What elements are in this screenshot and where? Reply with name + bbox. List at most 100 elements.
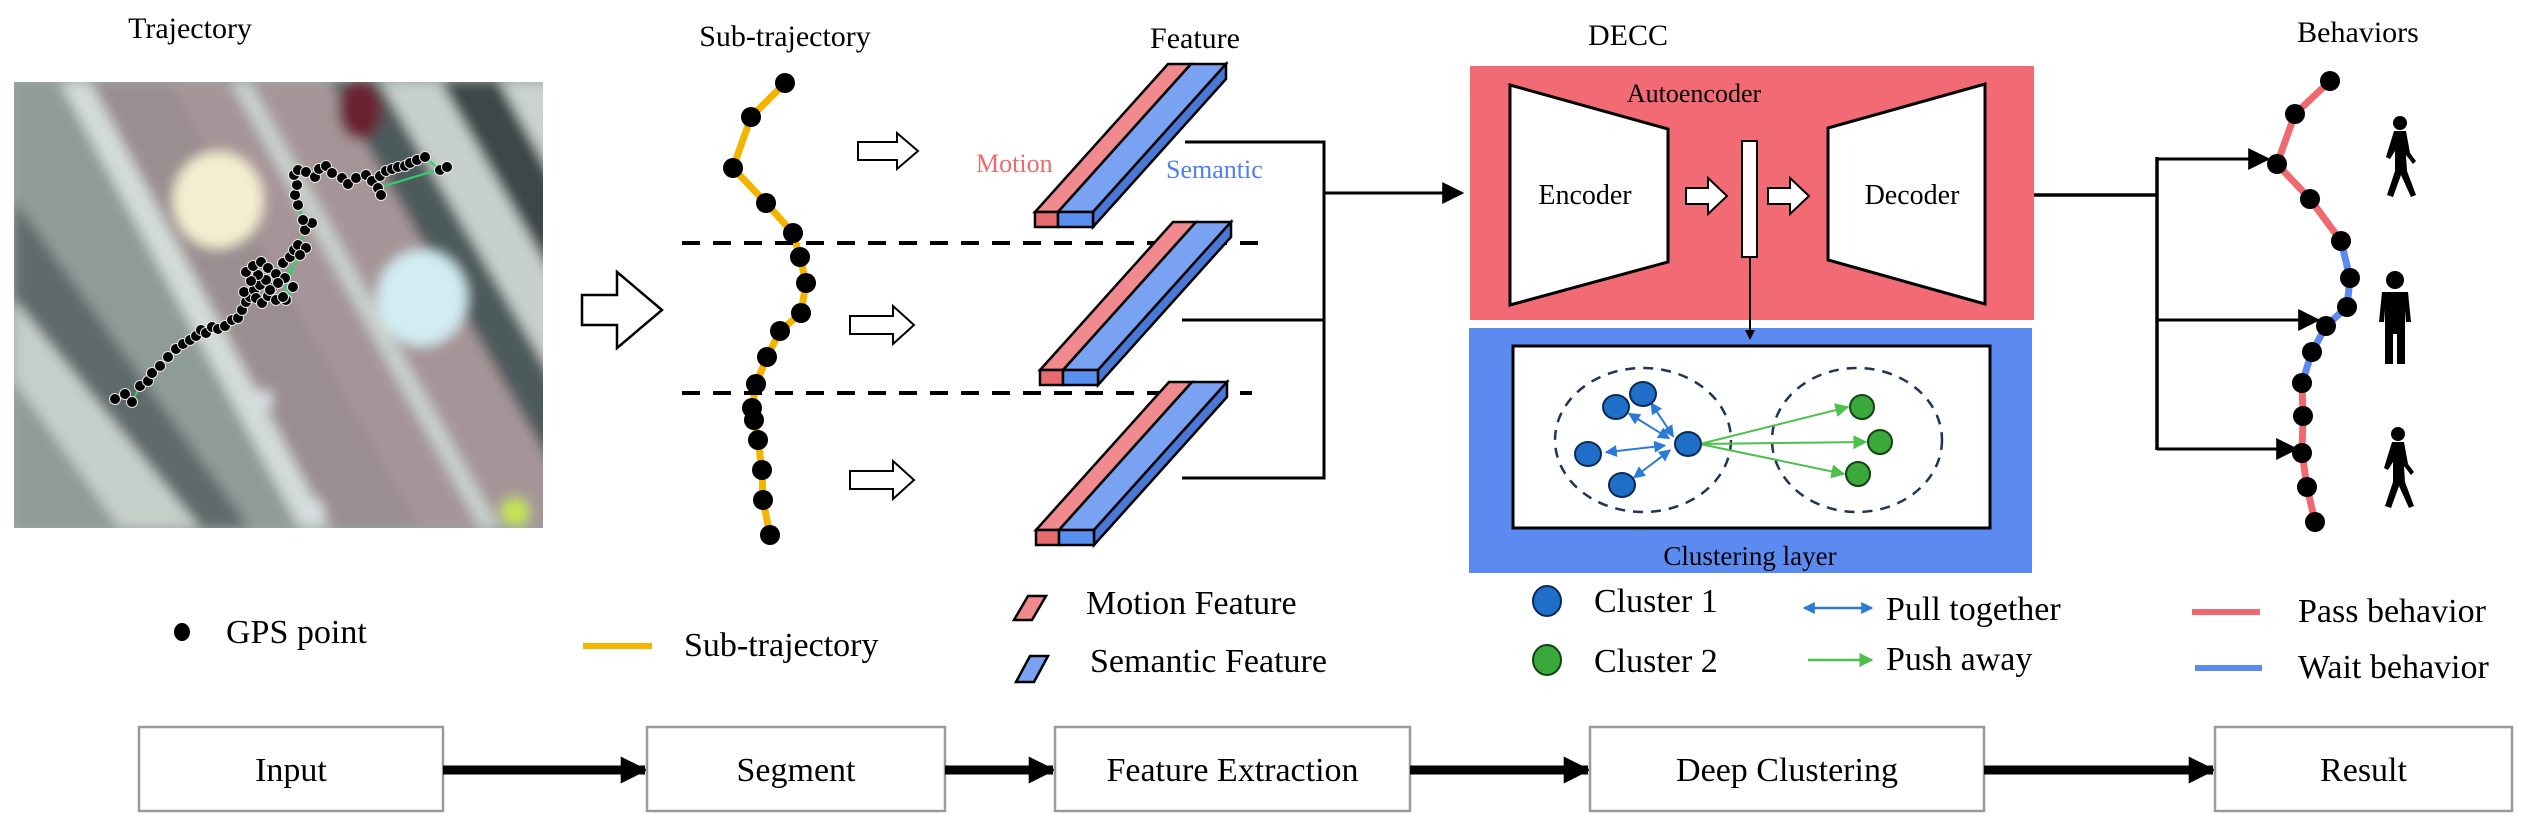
cluster-1-boundary bbox=[1553, 366, 1733, 514]
behavior-curve bbox=[2267, 71, 2360, 532]
gps-point bbox=[2292, 373, 2312, 393]
gps-point bbox=[791, 303, 811, 323]
hollow-arrow-icon bbox=[849, 458, 916, 502]
cluster-1-point bbox=[1608, 472, 1636, 498]
cluster-2-boundary bbox=[1770, 366, 1944, 514]
push-away-arrow bbox=[1699, 435, 1868, 450]
gps-point bbox=[287, 281, 299, 293]
standing-person-icon bbox=[2379, 271, 2411, 364]
subtrajectory-title: Sub-trajectory bbox=[699, 20, 871, 53]
flow-step-label: Deep Clustering bbox=[1676, 752, 1898, 789]
flow-step-box bbox=[1588, 725, 1986, 813]
gps-point bbox=[294, 249, 306, 261]
cluster-2-icon bbox=[1532, 644, 1562, 676]
gps-point bbox=[775, 73, 795, 93]
push-away-arrow bbox=[1699, 443, 1846, 479]
legend-motion-feature: Motion Feature bbox=[1086, 585, 1297, 622]
gps-point bbox=[748, 430, 768, 450]
legend-cluster-1: Cluster 1 bbox=[1594, 583, 1718, 620]
behaviors-title: Behaviors bbox=[2297, 16, 2419, 49]
decoder-label: Decoder bbox=[1865, 180, 1961, 211]
flow-step-box bbox=[1053, 725, 1412, 813]
cluster-2-point bbox=[1867, 429, 1893, 455]
gps-point bbox=[2292, 443, 2312, 463]
gps-point bbox=[264, 284, 276, 296]
hollow-arrow-icon bbox=[580, 269, 664, 351]
gps-point bbox=[289, 189, 301, 201]
gps-point bbox=[146, 367, 158, 379]
gps-point bbox=[245, 275, 257, 287]
gps-point bbox=[2331, 231, 2351, 251]
gps-point bbox=[297, 214, 309, 226]
decoder-block bbox=[1826, 82, 1987, 306]
trajectory-photo bbox=[14, 82, 543, 528]
gps-point bbox=[757, 347, 777, 367]
gps-point bbox=[119, 388, 131, 400]
gps-point bbox=[326, 167, 338, 179]
gps-point bbox=[790, 247, 810, 267]
semantic-feature-swatch bbox=[1013, 654, 1051, 684]
latent-vector bbox=[1741, 140, 1758, 258]
gps-point bbox=[109, 393, 121, 405]
gps-point bbox=[2300, 189, 2320, 209]
legend-gps-point: GPS point bbox=[226, 614, 367, 651]
trajectory-title: Trajectory bbox=[128, 12, 252, 45]
flow-step-deep-clustering: Deep Clustering bbox=[1588, 725, 1986, 813]
clustering-inner bbox=[1511, 344, 1992, 530]
gps-point bbox=[723, 158, 743, 178]
gps-point bbox=[291, 179, 303, 191]
gps-point bbox=[126, 396, 138, 408]
gps-point bbox=[2320, 71, 2340, 91]
cluster-1-point bbox=[1674, 431, 1702, 457]
motion-feature-front bbox=[1034, 528, 1061, 547]
flow-step-segment: Segment bbox=[645, 725, 947, 813]
gps-point bbox=[2293, 406, 2313, 426]
flow-step-feature-extraction: Feature Extraction bbox=[1053, 725, 1412, 813]
gps-point bbox=[744, 410, 764, 430]
gps-point bbox=[272, 277, 284, 289]
flow-step-box bbox=[137, 725, 445, 813]
cluster-1-point bbox=[1629, 381, 1657, 407]
flow-step-label: Input bbox=[255, 752, 327, 789]
gps-point bbox=[2285, 104, 2305, 124]
cluster-1-point bbox=[1574, 441, 1602, 467]
gps-point bbox=[2316, 316, 2336, 336]
gps-point bbox=[375, 189, 387, 201]
gps-point bbox=[752, 460, 772, 480]
flow-step-input: Input bbox=[137, 725, 445, 813]
flow-step-label: Feature Extraction bbox=[1106, 752, 1358, 789]
gps-trajectory bbox=[109, 151, 453, 408]
legend-cluster-2: Cluster 2 bbox=[1594, 643, 1718, 680]
autoencoder-label: Autoencoder bbox=[1627, 79, 1762, 108]
cluster-2-point bbox=[1845, 461, 1871, 487]
gps-point bbox=[350, 172, 362, 184]
sub-trajectory-curve bbox=[723, 73, 816, 545]
hollow-arrow-icon bbox=[1685, 175, 1729, 217]
gps-point bbox=[277, 291, 289, 303]
cluster-1-icon bbox=[1532, 585, 1562, 617]
gps-point bbox=[238, 286, 250, 298]
gps-point bbox=[760, 525, 780, 545]
gps-point bbox=[2297, 477, 2317, 497]
feature-title: Feature bbox=[1150, 22, 1240, 55]
gps-point bbox=[796, 273, 816, 293]
motion-feature-front bbox=[1038, 368, 1065, 387]
gps-point bbox=[2267, 154, 2287, 174]
gps-point bbox=[262, 262, 274, 274]
pull-together-arrow bbox=[1604, 440, 1667, 457]
gps-point bbox=[419, 151, 431, 163]
semantic-feature-front bbox=[1056, 210, 1095, 229]
hollow-arrow-icon bbox=[849, 303, 916, 347]
decc-title: DECC bbox=[1588, 19, 1668, 52]
legend-pull-together: Pull together bbox=[1886, 591, 2061, 628]
flow-step-box bbox=[2213, 725, 2514, 813]
legend-semantic-feature: Semantic Feature bbox=[1090, 643, 1327, 680]
semantic-feature-front bbox=[1061, 368, 1100, 387]
gps-point bbox=[770, 321, 790, 341]
motion-feature-front bbox=[1033, 210, 1060, 229]
walking-person-icon bbox=[2384, 427, 2414, 508]
feature-merge-connector bbox=[1182, 140, 1326, 480]
encoder-label: Encoder bbox=[1538, 180, 1632, 211]
gps-point bbox=[441, 161, 453, 173]
feature-vector bbox=[1033, 378, 1230, 549]
